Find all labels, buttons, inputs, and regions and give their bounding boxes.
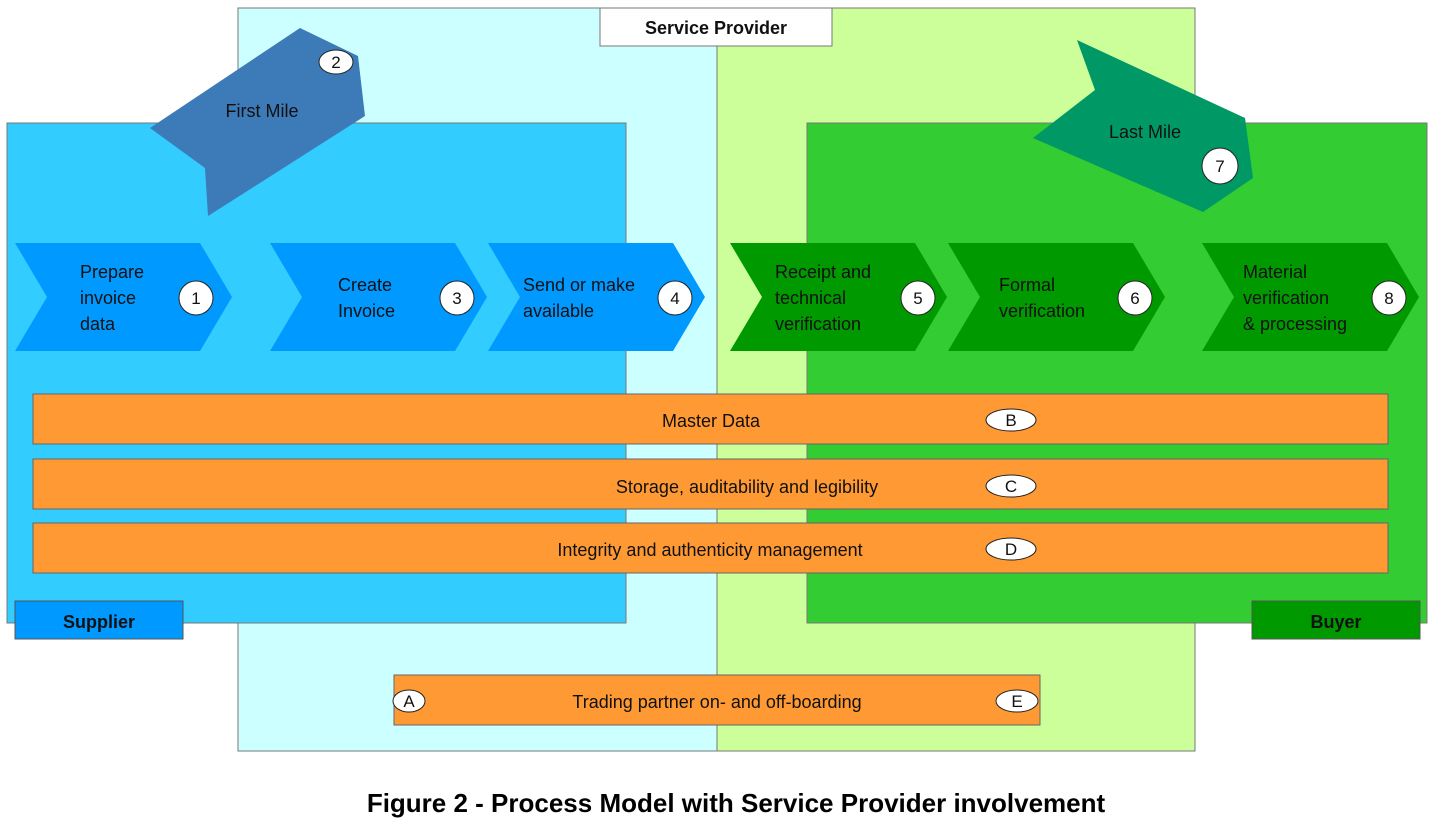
step-4-label-line-1: Send or make xyxy=(523,275,635,295)
step-3-label-line-2: Invoice xyxy=(338,301,395,321)
step-8-label: Material verification & processing xyxy=(1243,262,1347,334)
step-1-label-line-3: data xyxy=(80,314,116,334)
step-4-number: 4 xyxy=(670,289,679,308)
step-1-label-line-1: Prepare xyxy=(80,262,144,282)
bar-master-data-badge xyxy=(985,408,1037,432)
bar-storage-label: Storage, auditability and legibility xyxy=(616,477,878,497)
service-provider-title-box xyxy=(599,7,833,47)
step-8-label-line-1: Material xyxy=(1243,262,1307,282)
step-4-label-line-2: available xyxy=(523,301,594,321)
step-5-label: Receipt and technical verification xyxy=(775,262,876,334)
supplier-label-box xyxy=(14,600,184,640)
step-5-number: 5 xyxy=(913,289,922,308)
first-mile-label: First Mile xyxy=(226,101,299,121)
last-mile-arrow-shape xyxy=(1033,40,1253,212)
step-5: Receipt and technical verification 5 xyxy=(730,243,947,351)
bar-integrity-badge xyxy=(985,537,1037,561)
bar-integrity-badge-letter: D xyxy=(1005,540,1017,559)
step-3: Create Invoice 3 xyxy=(270,243,487,351)
last-mile-arrow: Last Mile 7 xyxy=(1033,40,1253,212)
step-8-chevron xyxy=(1202,243,1419,351)
step-8: Material verification & processing 8 xyxy=(1202,243,1419,351)
step-5-label-line-1: Receipt and xyxy=(775,262,871,282)
bar-integrity-box xyxy=(32,522,1389,574)
figure-caption: Figure 2 - Process Model with Service Pr… xyxy=(367,788,1106,818)
bar-master-data-label: Master Data xyxy=(662,411,761,431)
first-mile-arrow: First Mile 2 xyxy=(150,28,365,216)
step-1-number-badge xyxy=(178,280,214,316)
first-mile-arrow-shape xyxy=(150,28,365,216)
bar-onboarding-label: Trading partner on- and off-boarding xyxy=(572,692,861,712)
first-mile-number: 2 xyxy=(331,53,340,72)
step-6-label-line-2: verification xyxy=(999,301,1085,321)
bar-storage: Storage, auditability and legibility C xyxy=(32,458,1389,510)
bar-storage-box xyxy=(32,458,1389,510)
supplier-label: Supplier xyxy=(63,612,135,632)
step-1-label-line-2: invoice xyxy=(80,288,136,308)
step-6-chevron xyxy=(948,243,1165,351)
step-5-chevron xyxy=(730,243,947,351)
step-8-number: 8 xyxy=(1384,289,1393,308)
step-8-label-line-2: verification xyxy=(1243,288,1329,308)
bar-storage-badge-letter: C xyxy=(1005,477,1017,496)
bar-onboarding-badge-right xyxy=(995,689,1039,713)
step-4-label: Send or make available xyxy=(523,275,640,321)
step-5-label-line-2: technical xyxy=(775,288,846,308)
bar-integrity: Integrity and authenticity management D xyxy=(32,522,1389,574)
last-mile-label: Last Mile xyxy=(1109,122,1181,142)
step-8-label-line-3: & processing xyxy=(1243,314,1347,334)
buyer-label: Buyer xyxy=(1310,612,1361,632)
last-mile-number: 7 xyxy=(1215,157,1224,176)
step-3-number: 3 xyxy=(452,289,461,308)
bar-onboarding-box xyxy=(393,674,1041,726)
step-3-chevron xyxy=(270,243,487,351)
last-mile-number-badge xyxy=(1201,147,1239,185)
step-6-number: 6 xyxy=(1130,289,1139,308)
bar-onboarding-badge-left-letter: A xyxy=(403,692,415,711)
step-8-number-badge xyxy=(1371,280,1407,316)
step-1-chevron xyxy=(15,243,232,351)
step-4: Send or make available 4 xyxy=(488,243,705,351)
step-5-label-line-3: verification xyxy=(775,314,861,334)
service-provider-title: Service Provider xyxy=(645,18,787,38)
step-3-label: Create Invoice xyxy=(338,275,397,321)
bar-integrity-label: Integrity and authenticity management xyxy=(557,540,862,560)
step-4-chevron xyxy=(488,243,705,351)
bar-onboarding: Trading partner on- and off-boarding A E xyxy=(392,674,1041,726)
step-6: Formal verification 6 xyxy=(948,243,1165,351)
step-1: Prepare invoice data 1 xyxy=(15,243,232,351)
bar-master-data-badge-letter: B xyxy=(1005,411,1016,430)
step-6-label: Formal verification xyxy=(999,275,1085,321)
step-6-label-line-1: Formal xyxy=(999,275,1055,295)
step-6-number-badge xyxy=(1117,280,1153,316)
step-5-number-badge xyxy=(900,280,936,316)
step-3-number-badge xyxy=(439,280,475,316)
first-mile-number-badge xyxy=(318,49,354,75)
bar-master-data-box xyxy=(32,393,1389,445)
bar-master-data: Master Data B xyxy=(32,393,1389,445)
buyer-label-box xyxy=(1251,600,1421,640)
step-3-label-line-1: Create xyxy=(338,275,392,295)
bar-onboarding-badge-right-letter: E xyxy=(1011,692,1022,711)
step-1-label: Prepare invoice data xyxy=(80,262,149,334)
bar-onboarding-badge-left xyxy=(392,689,426,713)
bar-storage-badge xyxy=(985,474,1037,498)
step-1-number: 1 xyxy=(191,289,200,308)
step-4-number-badge xyxy=(657,280,693,316)
